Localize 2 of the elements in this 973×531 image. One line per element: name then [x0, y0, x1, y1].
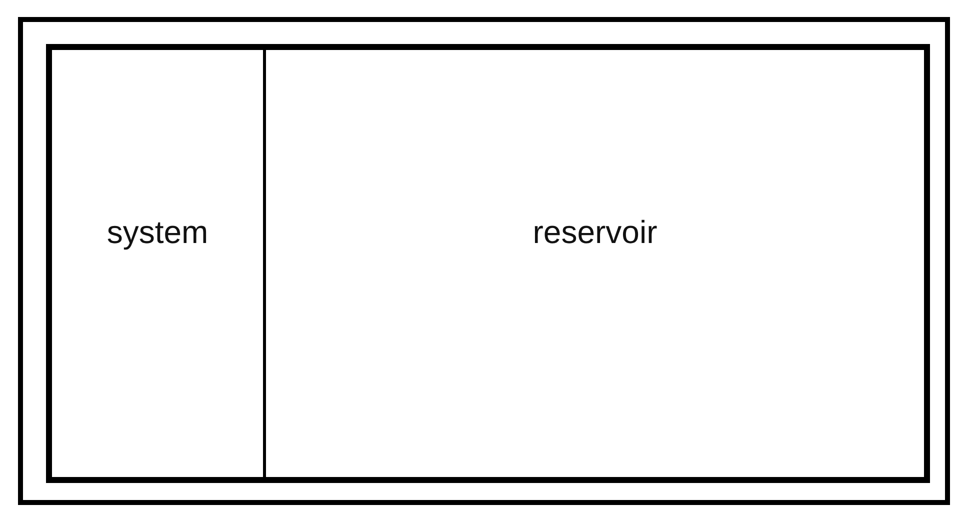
box-label: reservoir	[532, 214, 658, 251]
box-label: system	[106, 214, 208, 251]
